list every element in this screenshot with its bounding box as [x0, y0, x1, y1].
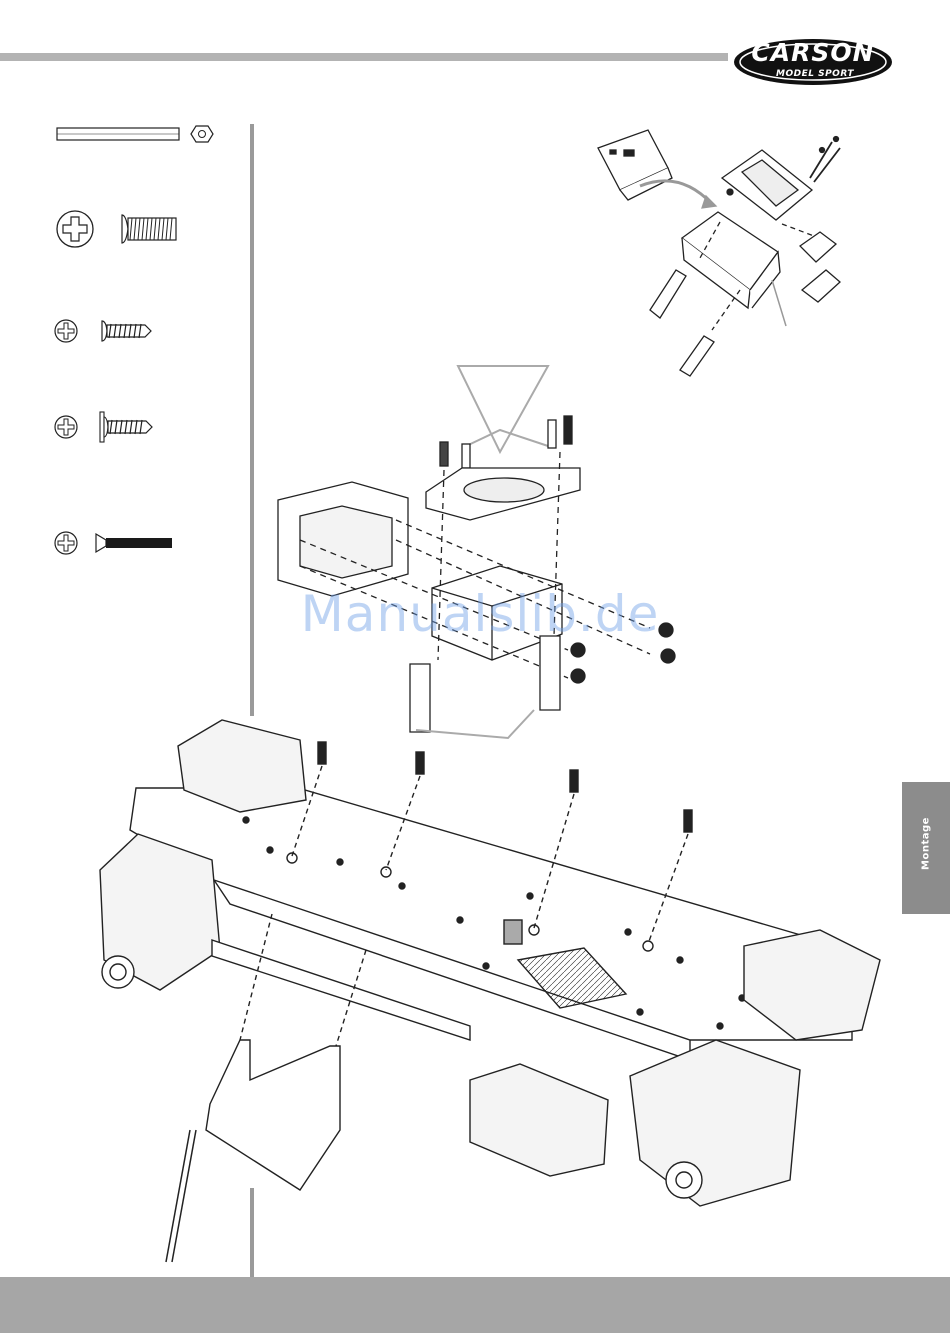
chassis-plate	[100, 720, 880, 1262]
section-tab: Montage	[902, 782, 950, 914]
footer-bar	[0, 1277, 950, 1333]
servo-mount-detail	[278, 366, 675, 738]
receiver-box-detail	[598, 130, 840, 376]
section-tab-label: Montage	[921, 786, 932, 902]
watermark-text: Manualslib.de	[280, 585, 680, 643]
